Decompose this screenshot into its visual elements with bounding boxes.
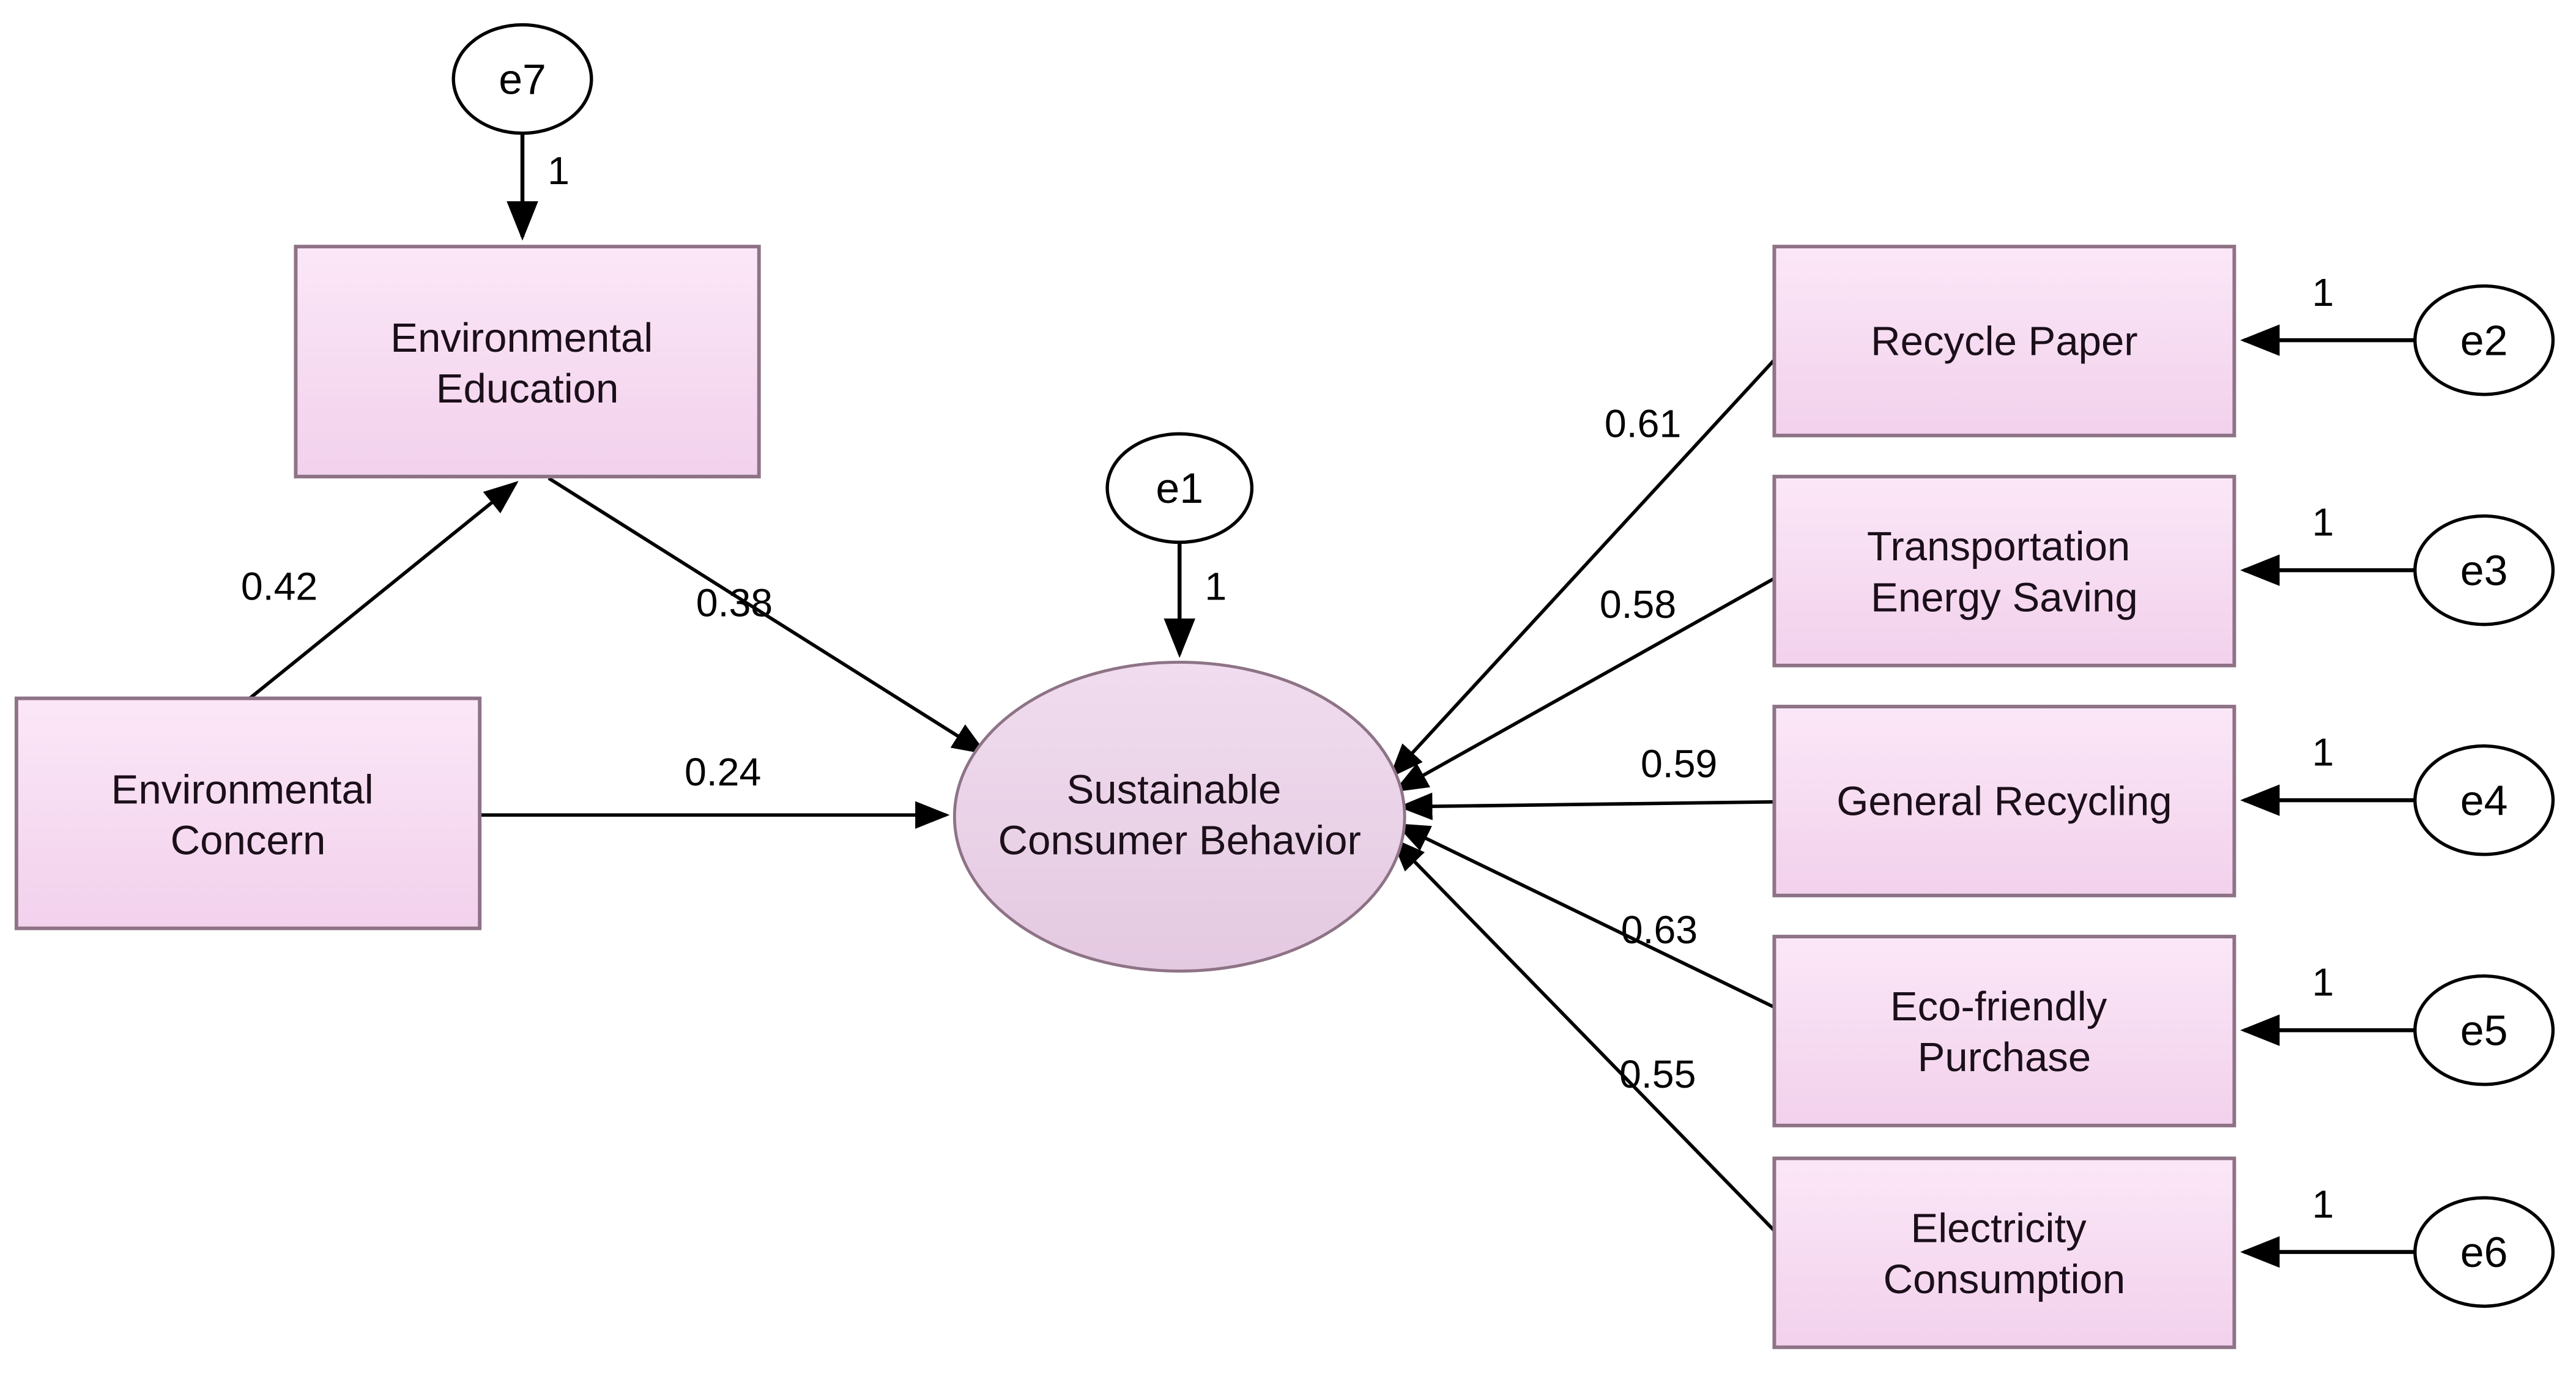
loading-label-e1: 1 — [1204, 564, 1227, 608]
general-recycling-label: General Recycling — [1836, 778, 2172, 824]
environmental-education-box — [294, 245, 761, 479]
error-term-e3: e3 — [2413, 514, 2555, 626]
electricity-consumption-box — [1772, 1156, 2236, 1349]
transportation-energy-saving-label: Transportation Energy Saving — [1867, 524, 2142, 620]
e5-label: e5 — [2460, 1006, 2508, 1054]
path-coefficient-eco-friendly: 0.63 — [1621, 908, 1698, 952]
e3-oval — [2413, 514, 2555, 626]
e7-label: e7 — [499, 55, 546, 103]
loading-label-e4: 1 — [2312, 730, 2334, 774]
error-term-e1: e1 — [1105, 432, 1254, 544]
error-term-e7: e7 — [451, 23, 593, 135]
node-eco-friendly-purchase: Eco-friendly Purchase — [1772, 935, 2236, 1127]
e2-label: e2 — [2460, 316, 2508, 364]
environmental-concern-box — [14, 696, 482, 930]
edge-concern-to-education — [248, 481, 519, 700]
edge-recycle-paper-to-behavior — [1389, 358, 1776, 778]
edges — [248, 133, 2415, 1268]
e5-oval — [2413, 974, 2555, 1086]
e3-label: e3 — [2460, 546, 2508, 594]
path-coefficient-concern-education: 0.42 — [241, 564, 317, 608]
edge-education-to-behavior — [547, 477, 987, 755]
path-coefficient-recycle-paper: 0.61 — [1605, 402, 1681, 446]
transportation-energy-saving-box — [1772, 475, 2236, 667]
path-coefficient-concern-behavior: 0.24 — [685, 750, 761, 794]
error-term-e5: e5 — [2413, 974, 2555, 1086]
eco-friendly-purchase-label: Eco-friendly Purchase — [1890, 984, 2118, 1080]
sustainable-consumer-behavior-ellipse — [952, 661, 1406, 973]
e7-oval — [451, 23, 593, 135]
eco-friendly-purchase-box — [1772, 935, 2236, 1127]
loading-label-e6: 1 — [2312, 1182, 2334, 1226]
path-coefficient-general-recycling: 0.59 — [1641, 742, 1717, 786]
node-general-recycling: General Recycling — [1772, 705, 2236, 897]
node-environmental-education: Environmental Education — [294, 245, 761, 479]
node-transportation-energy-saving: Transportation Energy Saving — [1772, 475, 2236, 667]
e6-oval — [2413, 1196, 2555, 1308]
e4-oval — [2413, 744, 2555, 856]
general-recycling-box — [1772, 705, 2236, 897]
recycle-paper-box — [1772, 245, 2236, 437]
environmental-concern-label: Environmental Concern — [111, 766, 385, 863]
node-environmental-concern: Environmental Concern — [14, 696, 482, 930]
loading-label-e3: 1 — [2312, 500, 2334, 544]
edge-labels: 1 0.42 0.38 0.24 1 0.61 0.58 0.59 0.63 0… — [241, 149, 2334, 1226]
e2-oval — [2413, 284, 2555, 396]
edge-general-recycling-to-behavior — [1398, 792, 1775, 820]
path-coefficient-transportation: 0.58 — [1600, 582, 1676, 626]
e6-label: e6 — [2460, 1228, 2508, 1276]
e1-oval — [1105, 432, 1254, 544]
sustainable-consumer-behavior-label: Sustainable Consumer Behavior — [998, 766, 1361, 863]
edge-electricity-to-behavior — [1390, 837, 1776, 1232]
recycle-paper-label: Recycle Paper — [1871, 318, 2138, 364]
loading-label-e5: 1 — [2312, 960, 2334, 1004]
electricity-consumption-label: Electricity Consumption — [1884, 1206, 2126, 1302]
error-term-e6: e6 — [2413, 1196, 2555, 1308]
node-electricity-consumption: Electricity Consumption — [1772, 1156, 2236, 1349]
node-sustainable-consumer-behavior: Sustainable Consumer Behavior — [952, 661, 1406, 973]
error-term-e2: e2 — [2413, 284, 2555, 396]
loading-label-e7: 1 — [547, 149, 570, 193]
e1-label: e1 — [1156, 464, 1203, 512]
node-recycle-paper: Recycle Paper — [1772, 245, 2236, 437]
e4-label: e4 — [2460, 776, 2508, 824]
environmental-education-label: Environmental Education — [390, 315, 664, 412]
edge-transportation-to-behavior — [1393, 577, 1775, 792]
error-term-e4: e4 — [2413, 744, 2555, 856]
edge-eco-friendly-to-behavior — [1395, 823, 1775, 1009]
path-coefficient-education-behavior: 0.38 — [696, 581, 773, 625]
path-coefficient-electricity: 0.55 — [1619, 1052, 1696, 1096]
loading-label-e2: 1 — [2312, 270, 2334, 314]
